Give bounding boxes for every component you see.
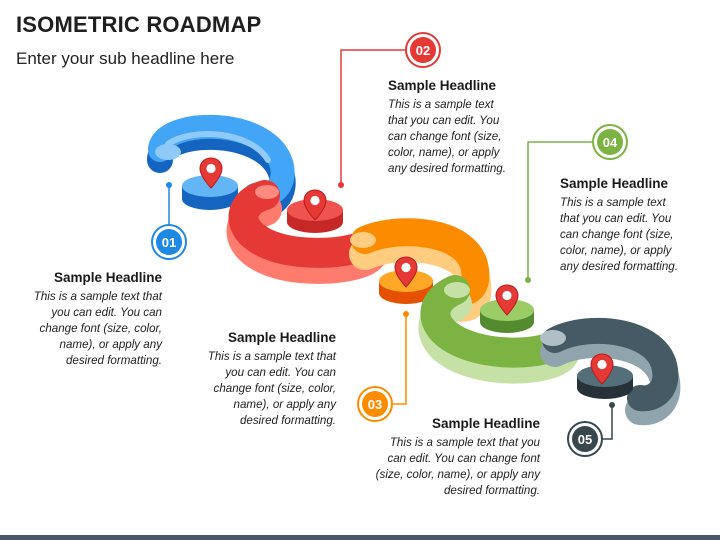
step-body: This is a sample text that you can edit.… — [375, 436, 540, 497]
step-headline: Sample Headline — [431, 416, 540, 431]
step-text-4: Sample Headline This is a sample text th… — [560, 176, 680, 275]
step-body: This is a sample text that you can edit.… — [560, 196, 678, 273]
page-title: ISOMETRIC ROADMAP — [16, 12, 262, 37]
step-badge-4: 04 — [592, 124, 628, 160]
step-number: 02 — [416, 43, 430, 58]
step-text-1: Sample Headline This is a sample text th… — [20, 270, 162, 369]
step-number: 04 — [603, 135, 618, 150]
step-badge-2: 02 — [405, 32, 441, 68]
bottom-bar — [0, 535, 720, 540]
step-headline: Sample Headline — [53, 270, 162, 285]
step-headline: Sample Headline — [227, 330, 336, 345]
step-text-5: Sample Headline This is a sample text th… — [372, 416, 540, 499]
step-text-2: Sample Headline This is a sample text th… — [388, 78, 508, 177]
step-headline: Sample Headline — [388, 78, 497, 93]
step-number: 03 — [368, 397, 382, 412]
connector-4 — [525, 141, 594, 283]
step-text-3: Sample Headline This is a sample text th… — [204, 330, 336, 429]
step-body: This is a sample text that you can edit.… — [207, 350, 336, 427]
connector-5 — [602, 402, 615, 440]
step-badge-5: 05 — [567, 421, 603, 457]
roadmap-segment-5 — [540, 317, 681, 426]
page-subtitle: Enter your sub headline here — [16, 49, 235, 68]
connector-2 — [338, 49, 407, 188]
step-badge-1: 01 — [151, 224, 187, 260]
step-number: 01 — [162, 235, 176, 250]
step-headline: Sample Headline — [560, 176, 669, 191]
step-body: This is a sample text that you can edit.… — [33, 290, 162, 367]
connector-1 — [166, 182, 172, 226]
step-body: This is a sample text that you can edit.… — [388, 98, 506, 175]
connector-3 — [392, 311, 409, 405]
step-badge-3: 03 — [357, 386, 393, 422]
step-number: 05 — [578, 432, 592, 447]
